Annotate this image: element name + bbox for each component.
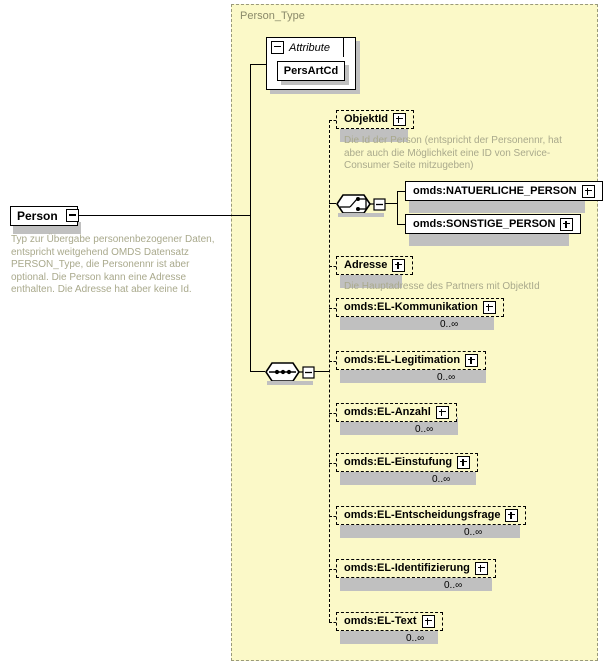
entscheidungsfrage-element-box[interactable]: omds:EL-Entscheidungsfrage bbox=[336, 506, 527, 525]
connector-child-spine bbox=[329, 120, 330, 622]
person-type-container bbox=[231, 4, 598, 661]
legitimation-expander-plus-icon[interactable] bbox=[465, 354, 479, 367]
objektid-label: ObjektId bbox=[344, 113, 389, 125]
connector-choice-out bbox=[385, 203, 397, 204]
text-expander-plus-icon[interactable] bbox=[421, 615, 435, 628]
person-element-label: Person bbox=[17, 209, 58, 223]
adresse-documentation: Die Hauptadresse des Partners mit Objekt… bbox=[344, 281, 540, 292]
objektid-element-box[interactable]: ObjektId bbox=[336, 110, 415, 129]
einstufung-expander-plus-icon[interactable] bbox=[457, 456, 471, 469]
attribute-expander-minus-icon[interactable] bbox=[271, 41, 284, 54]
connector-to-anzahl bbox=[329, 413, 341, 414]
sonstige-person-label: omds:SONSTIGE_PERSON bbox=[413, 217, 556, 230]
connector-spine-to-choice bbox=[329, 203, 336, 204]
anzahl-occurrence: 0..∞ bbox=[415, 424, 434, 435]
natuerliche-person-label: omds:NATUERLICHE_PERSON bbox=[413, 184, 577, 197]
identifizierung-element-box[interactable]: omds:EL-Identifizierung bbox=[336, 559, 496, 578]
person-element-box[interactable]: Person bbox=[10, 206, 78, 226]
anzahl-expander-plus-icon[interactable] bbox=[435, 406, 449, 419]
connector-trunk-vertical bbox=[250, 64, 251, 372]
connector-to-objektid bbox=[329, 120, 341, 121]
einstufung-element-box[interactable]: omds:EL-Einstufung bbox=[336, 453, 479, 472]
adresse-element-box[interactable]: Adresse bbox=[336, 256, 414, 275]
text-label: omds:EL-Text bbox=[344, 615, 417, 627]
anzahl-element-box[interactable]: omds:EL-Anzahl bbox=[336, 403, 457, 422]
legitimation-element-box[interactable]: omds:EL-Legitimation bbox=[336, 351, 487, 370]
connector-to-entscheidungsfrage bbox=[329, 516, 341, 517]
attribute-group-label: Attribute bbox=[289, 41, 330, 54]
sequence-compositor[interactable] bbox=[263, 359, 315, 385]
kommunikation-expander-plus-icon[interactable] bbox=[482, 301, 496, 314]
identifizierung-expander-plus-icon[interactable] bbox=[474, 562, 488, 575]
connector-to-adresse bbox=[329, 266, 341, 267]
person-expander-minus-icon[interactable] bbox=[66, 209, 79, 222]
sequence-compositor-shadow bbox=[267, 381, 313, 385]
identifizierung-label: omds:EL-Identifizierung bbox=[344, 562, 470, 574]
anzahl-label: omds:EL-Anzahl bbox=[344, 406, 431, 418]
objektid-documentation: Die Id der Person (entspricht der Person… bbox=[344, 135, 562, 171]
objektid-expander-plus-icon[interactable] bbox=[393, 113, 407, 126]
legitimation-occurrence: 0..∞ bbox=[437, 372, 456, 383]
legitimation-label: omds:EL-Legitimation bbox=[344, 354, 461, 366]
kommunikation-element-box[interactable]: omds:EL-Kommunikation bbox=[336, 298, 504, 317]
connector-person-to-type bbox=[79, 215, 250, 216]
choice-compositor-shadow bbox=[338, 213, 384, 217]
natuerliche-person-element-box[interactable]: omds:NATUERLICHE_PERSON bbox=[405, 181, 603, 201]
attribute-header-mask bbox=[268, 55, 342, 58]
entscheidungsfrage-expander-plus-icon[interactable] bbox=[505, 509, 519, 522]
person-type-title: Person_Type bbox=[240, 10, 305, 22]
entscheidungsfrage-occurrence: 0..∞ bbox=[464, 527, 483, 538]
text-element-box[interactable]: omds:EL-Text bbox=[336, 612, 443, 631]
connector-to-identifizierung bbox=[329, 569, 341, 570]
connector-trunk-to-attribute bbox=[250, 64, 267, 65]
identifizierung-occurrence: 0..∞ bbox=[444, 580, 463, 591]
persartcd-attribute-box[interactable]: PersArtCd bbox=[277, 61, 345, 81]
persartcd-label: PersArtCd bbox=[283, 65, 339, 77]
connector-to-kommunikation bbox=[329, 308, 341, 309]
connector-to-text bbox=[329, 622, 341, 623]
einstufung-occurrence: 0..∞ bbox=[432, 474, 451, 485]
kommunikation-occurrence: 0..∞ bbox=[440, 319, 459, 330]
connector-to-einstufung bbox=[329, 463, 341, 464]
connector-to-legitimation bbox=[329, 361, 341, 362]
adresse-label: Adresse bbox=[344, 259, 388, 271]
connector-choice-to-natuerliche bbox=[397, 191, 406, 192]
text-occurrence: 0..∞ bbox=[406, 633, 425, 644]
adresse-expander-plus-icon[interactable] bbox=[392, 259, 406, 272]
attribute-group-header: Attribute bbox=[266, 37, 344, 57]
connector-choice-to-sonstige bbox=[397, 224, 406, 225]
natuerliche-person-expander-plus-icon[interactable] bbox=[581, 184, 595, 198]
kommunikation-label: omds:EL-Kommunikation bbox=[344, 301, 478, 313]
einstufung-label: omds:EL-Einstufung bbox=[344, 456, 453, 468]
entscheidungsfrage-label: omds:EL-Entscheidungsfrage bbox=[344, 509, 501, 521]
sonstige-person-expander-plus-icon[interactable] bbox=[560, 217, 574, 231]
sonstige-person-element-box[interactable]: omds:SONSTIGE_PERSON bbox=[405, 214, 582, 234]
connector-sequence-to-spine bbox=[314, 371, 329, 372]
connector-choice-branch-vertical bbox=[397, 191, 398, 224]
person-documentation: Typ zur Übergabe personenbezogener Daten… bbox=[11, 234, 215, 295]
choice-compositor[interactable] bbox=[334, 191, 386, 217]
connector-trunk-to-sequence bbox=[250, 371, 265, 372]
